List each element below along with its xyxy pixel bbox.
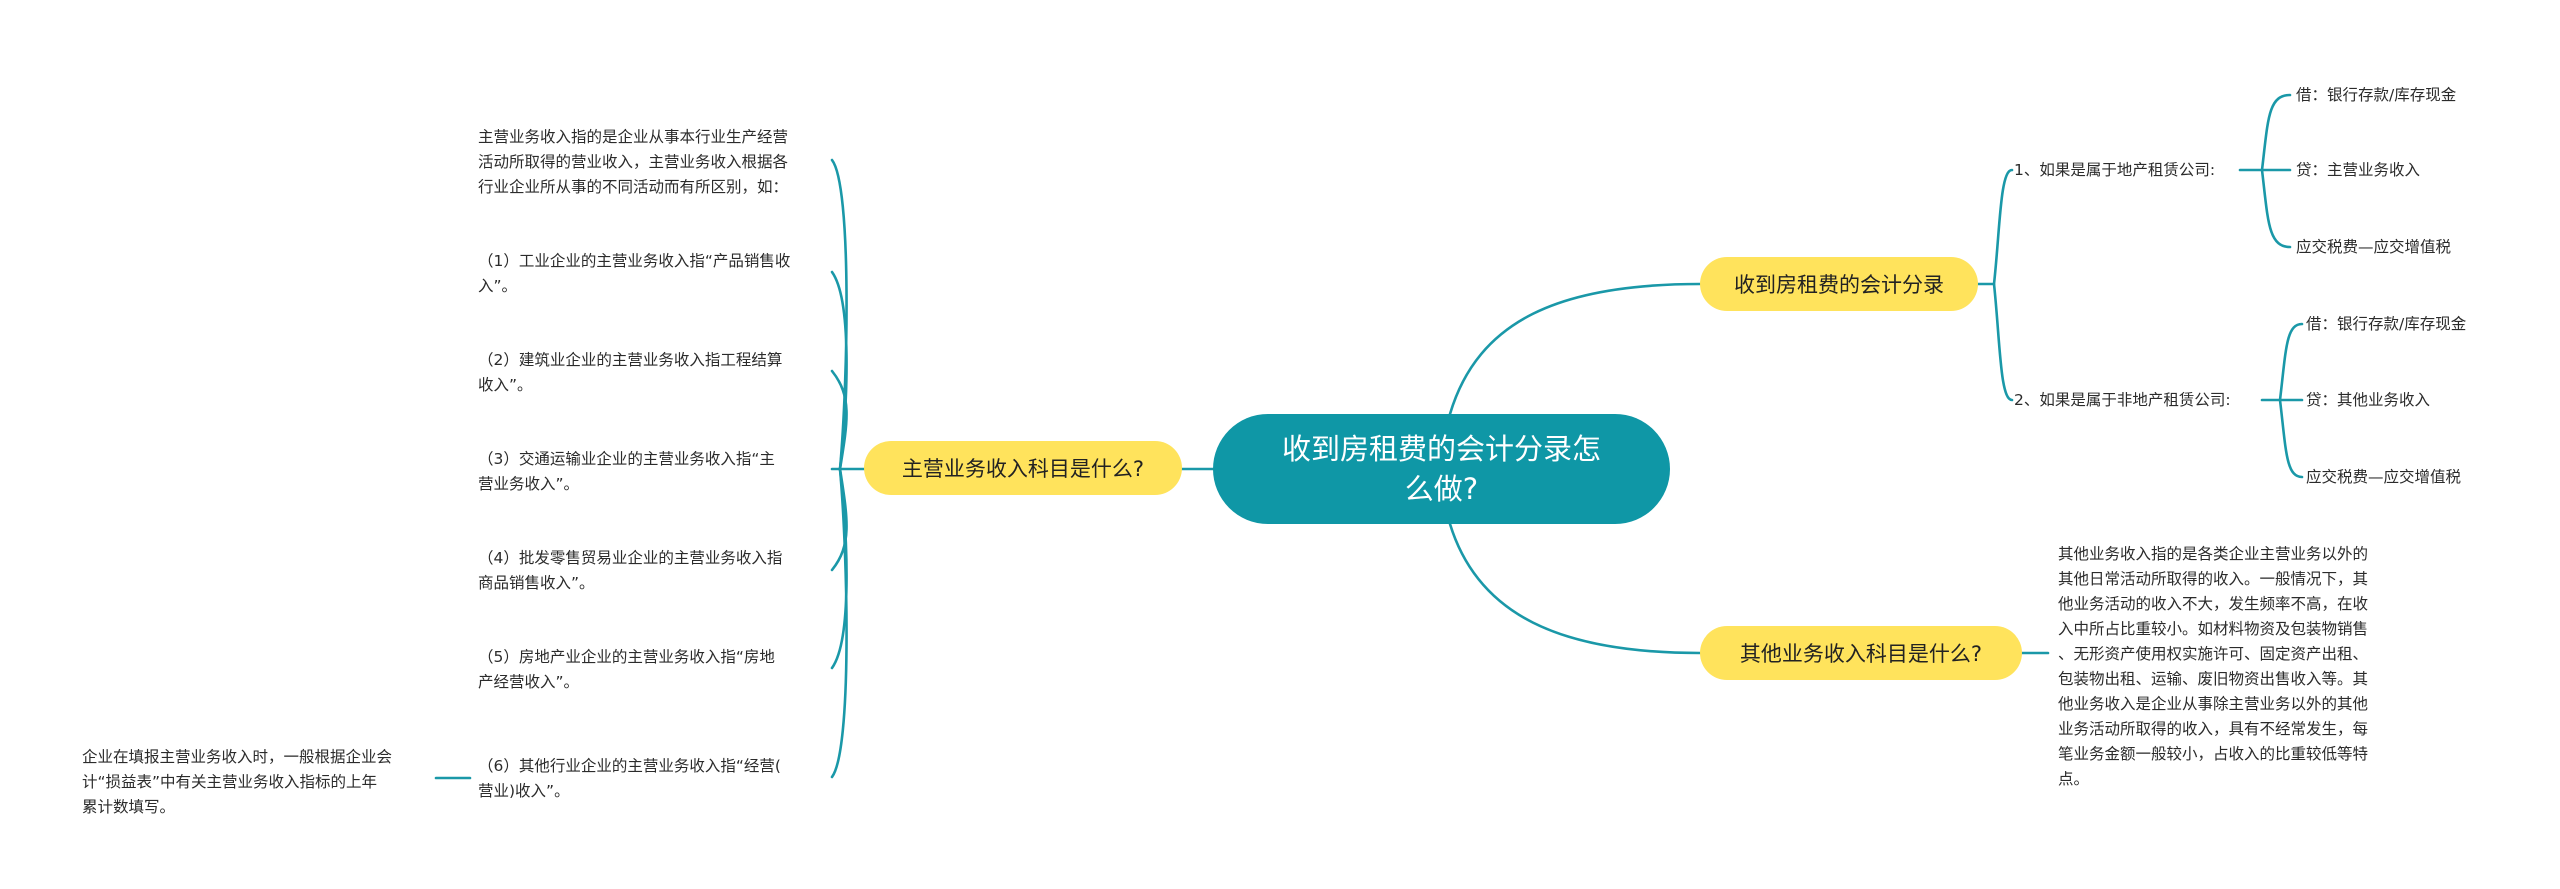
leaf-line: 入”。 <box>478 277 518 295</box>
link-left-intro <box>830 158 866 471</box>
leaf-line: 他业务活动的收入不大，发生频率不高，在收 <box>2058 595 2369 613</box>
leaf-line: 活动所取得的营业收入，主营业务收入根据各 <box>478 153 789 171</box>
leaf-line: （3）交通运输业企业的主营业务收入指“主 <box>478 450 775 468</box>
link-rt-case1 <box>1976 168 2014 286</box>
leaf-case2-debit[interactable]: 借：银行存款/库存现金 <box>2306 312 2466 337</box>
leaf-line: （5）房地产业企业的主营业务收入指“房地 <box>478 648 775 666</box>
leaf-line: 应交税费—应交增值税 <box>2306 468 2462 486</box>
leaf-line: 点。 <box>2058 770 2090 788</box>
link-case1-debit <box>2260 93 2292 172</box>
leaf-case-non-real-estate-leasing[interactable]: 2、如果是属于非地产租赁公司: <box>2014 388 2231 413</box>
link-case1-tax <box>2260 168 2292 249</box>
leaf-case1-debit[interactable]: 借：银行存款/库存现金 <box>2296 83 2456 108</box>
link-left-item6 <box>830 467 848 779</box>
leaf-line: （6）其他行业企业的主营业务收入指“经营( <box>478 757 781 775</box>
root-title-line2: 么做? <box>1404 472 1479 506</box>
leaf-line: 包装物出租、运输、废旧物资出售收入等。其 <box>2058 670 2369 688</box>
leaf-line: 笔业务金额一般较小，占收入的比重较低等特 <box>2058 745 2369 763</box>
leaf-line: 其他日常活动所取得的收入。一般情况下，其 <box>2058 570 2369 588</box>
branch-label: 其他业务收入科目是什么? <box>1739 642 1983 666</box>
leaf-real-estate[interactable]: （5）房地产业企业的主营业务收入指“房地 产经营收入”。 <box>478 645 775 695</box>
leaf-line: 营业)收入”。 <box>478 782 570 800</box>
leaf-line: 计“损益表”中有关主营业务收入指标的上年 <box>82 773 378 791</box>
leaf-line: 商品销售收入”。 <box>478 574 595 592</box>
leaf-line: 营业务收入”。 <box>478 475 580 493</box>
leaf-line: 借：银行存款/库存现金 <box>2296 86 2457 104</box>
leaf-line: 其他业务收入指的是各类企业主营业务以外的 <box>2058 545 2369 563</box>
leaf-line: 他业务收入是企业从事除主营业务以外的其他 <box>2058 695 2369 713</box>
link-root-right-top <box>1448 282 1702 416</box>
leaf-other-industries[interactable]: （6）其他行业企业的主营业务收入指“经营( 营业)收入”。 <box>478 754 781 804</box>
leaf-reporting-note[interactable]: 企业在填报主营业务收入时，一般根据企业会 计“损益表”中有关主营业务收入指标的上… <box>82 745 392 820</box>
branch-main-business-income[interactable]: 主营业务收入科目是什么? <box>864 441 1182 495</box>
leaf-case-real-estate-leasing[interactable]: 1、如果是属于地产租赁公司: <box>2014 158 2215 183</box>
leaf-line: 累计数填写。 <box>82 798 176 816</box>
link-case2-debit <box>2278 322 2304 402</box>
leaf-case2-tax[interactable]: 应交税费—应交增值税 <box>2306 465 2461 490</box>
leaf-case1-tax[interactable]: 应交税费—应交增值税 <box>2296 235 2451 260</box>
branch-label: 收到房租费的会计分录 <box>1734 273 1944 297</box>
leaf-line: 收入”。 <box>478 376 533 394</box>
leaf-line: 行业企业所从事的不同活动而有所区别，如： <box>478 178 789 196</box>
leaf-construction[interactable]: （2）建筑业企业的主营业务收入指工程结算 收入”。 <box>478 348 782 398</box>
link-root-right-bottom <box>1448 522 1702 655</box>
leaf-case1-credit[interactable]: 贷：主营业务收入 <box>2296 158 2420 183</box>
leaf-line: 入中所占比重较小。如材料物资及包装物销售 <box>2058 620 2369 638</box>
leaf-line: 2、如果是属于非地产租赁公司: <box>2014 391 2231 409</box>
link-rt-case2 <box>1992 282 2014 402</box>
leaf-industrial[interactable]: （1）工业企业的主营业务收入指“产品销售收 入”。 <box>478 249 790 299</box>
branch-other-business-income[interactable]: 其他业务收入科目是什么? <box>1700 626 2022 680</box>
branch-label: 主营业务收入科目是什么? <box>901 457 1145 481</box>
leaf-line: 借：银行存款/库存现金 <box>2306 315 2467 333</box>
root-title-line1: 收到房租费的会计分录怎 <box>1281 432 1601 466</box>
leaf-line: 企业在填报主营业务收入时，一般根据企业会 <box>82 748 393 766</box>
root-topic[interactable]: 收到房租费的会计分录怎 么做? <box>1213 414 1670 524</box>
leaf-line: 贷：其他业务收入 <box>2306 391 2431 409</box>
leaf-line: 1、如果是属于地产租赁公司: <box>2014 161 2216 179</box>
leaf-line: 应交税费—应交增值税 <box>2296 238 2452 256</box>
leaf-line: 产经营收入”。 <box>478 673 580 691</box>
leaf-wholesale-retail[interactable]: （4）批发零售贸易业企业的主营业务收入指 商品销售收入”。 <box>478 546 782 596</box>
leaf-line: （4）批发零售贸易业企业的主营业务收入指 <box>478 549 783 567</box>
leaf-line: 、无形资产使用权实施许可、固定资产出租、 <box>2058 645 2369 663</box>
leaf-line: （2）建筑业企业的主营业务收入指工程结算 <box>478 351 783 369</box>
branch-rent-accounting-entry[interactable]: 收到房租费的会计分录 <box>1700 257 1978 311</box>
leaf-line: 主营业务收入指的是企业从事本行业生产经营 <box>478 128 789 146</box>
leaf-line: （1）工业企业的主营业务收入指“产品销售收 <box>478 252 791 270</box>
leaf-line: 贷：主营业务收入 <box>2296 161 2421 179</box>
leaf-case2-credit[interactable]: 贷：其他业务收入 <box>2306 388 2430 413</box>
link-left-item2 <box>830 369 848 471</box>
leaf-other-income-description[interactable]: 其他业务收入指的是各类企业主营业务以外的 其他日常活动所取得的收入。一般情况下，… <box>2058 542 2418 792</box>
link-case2-tax <box>2278 398 2304 479</box>
leaf-main-income-intro[interactable]: 主营业务收入指的是企业从事本行业生产经营 活动所取得的营业收入，主营业务收入根据… <box>478 125 848 200</box>
leaf-transport[interactable]: （3）交通运输业企业的主营业务收入指“主 营业务收入”。 <box>478 447 775 497</box>
leaf-line: 业务活动所取得的收入，具有不经常发生，每 <box>2058 720 2369 738</box>
